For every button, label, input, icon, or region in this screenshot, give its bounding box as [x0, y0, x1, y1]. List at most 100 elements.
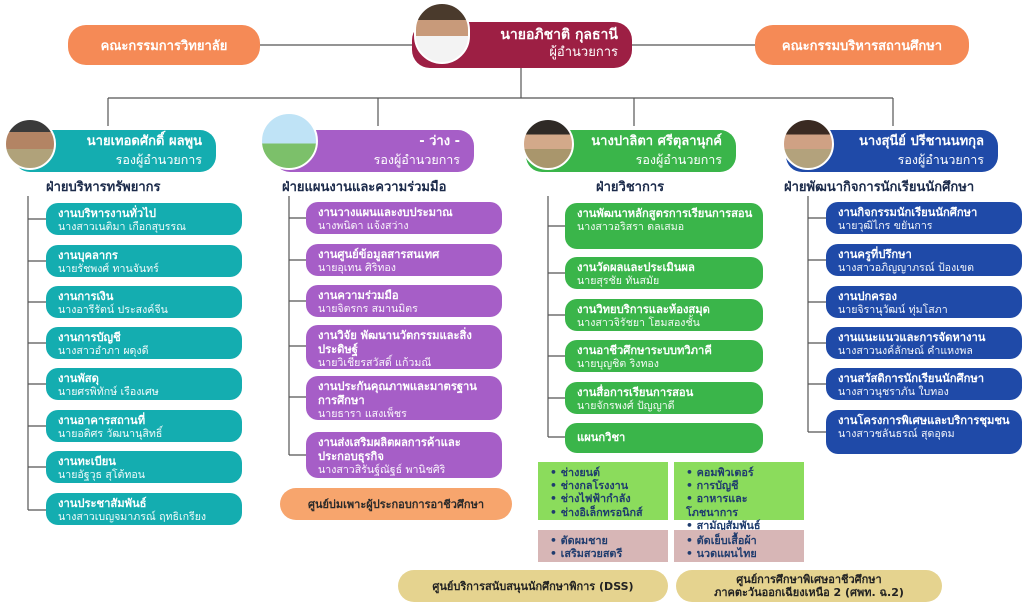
unit-person: นางอารีรัตน์ ประสงค์จีน — [58, 304, 168, 316]
special-center-line1: ศูนย์การศึกษาพิเศษอาชีวศึกษา — [736, 573, 882, 586]
unit-title: งานสื่อการเรียนการสอน — [577, 386, 694, 399]
dept-title-student: ฝ่ายพัฒนากิจการนักเรียนนักศึกษา — [784, 180, 975, 195]
unit-buildings: งานอาคารสถานที่ นายอดิศร วัฒนานุสิทธิ์ — [46, 410, 242, 442]
unit-research-innovation: งานวิจัย พัฒนานวัตกรรมและสิ่งประดิษฐ์ นา… — [306, 325, 502, 369]
unit-person: นายอดิศร วัฒนานุสิทธิ์ — [58, 428, 163, 440]
programs-box-right: คอมพิวเตอร์ การบัญชี อาหารและโภชนาการ สา… — [674, 462, 804, 532]
unit-information-center: งานศูนย์ข้อมูลสารสนเทศ นายอุเทน ศิริทอง — [306, 244, 502, 276]
unit-title: งานการบัญชี — [58, 331, 121, 344]
unit-title: งานโครงการพิเศษและบริการชุมชน — [838, 414, 1010, 427]
unit-dual-vocational: งานอาชีวศึกษาระบบทวิภาคี นายบุญชิต ริงทอ… — [565, 340, 763, 372]
unit-title: งานแนะแนวและการจัดหางาน — [838, 331, 986, 344]
incubation-center-label: ศูนย์บ่มเพาะผู้ประกอบการอาชีวศึกษา — [307, 498, 484, 511]
director-photo — [414, 2, 470, 64]
unit-discipline: งานปกครอง นายจิรานุวัฒน์ ทุ่มโสภา — [826, 286, 1022, 318]
deputy-position: รองผู้อำนวยการ — [635, 152, 722, 167]
unit-person: นายศรพิทักษ์ เรืองเศษ — [58, 386, 159, 398]
deputy-photo-academic — [522, 118, 574, 170]
unit-title: งานบริหารงานทั่วไป — [58, 207, 156, 220]
unit-general-admin: งานบริหารงานทั่วไป นางสาวเนติมา เกือกสุบ… — [46, 203, 242, 235]
program-item: ช่างไฟฟ้ากำลัง — [550, 492, 662, 505]
school-board-pill: คณะกรรมบริหารสถานศึกษา — [755, 25, 969, 65]
special-education-center-pill: ศูนย์การศึกษาพิเศษอาชีวศึกษา ภาคตะวันออก… — [676, 570, 942, 602]
unit-title: งานวิจัย พัฒนานวัตกรรมและสิ่งประดิษฐ์ — [318, 329, 472, 356]
unit-title: งานอาคารสถานที่ — [58, 414, 146, 427]
unit-person: นายจักรพงศ์ ปัญญาดี — [577, 400, 675, 412]
deputy-name: - ว่าง - — [419, 134, 460, 149]
unit-person: นางสาวเนติมา เกือกสุบรรณ — [58, 221, 186, 233]
unit-title: งานกิจกรรมนักเรียนนักศึกษา — [838, 206, 978, 219]
deputy-name: นางปาลิตา ศรีตุลานุกค์ — [591, 134, 722, 149]
course-item: เสริมสวยสตรี — [550, 547, 662, 560]
unit-subject-departments: แผนกวิชา — [565, 423, 763, 453]
incubation-center-pill: ศูนย์บ่มเพาะผู้ประกอบการอาชีวศึกษา — [280, 488, 512, 520]
program-item: ช่างยนต์ — [550, 466, 662, 479]
unit-person: นางสาวสิรันฐ์ณัฐธ์ พานิชศิริ — [318, 464, 446, 476]
school-board-label: คณะกรรมบริหารสถานศึกษา — [781, 38, 943, 54]
unit-title: งานวัดผลและประเมินผล — [577, 261, 695, 274]
director-position: ผู้อำนวยการ — [549, 45, 618, 60]
unit-special-projects: งานโครงการพิเศษและบริการชุมชน นางสาวชลัน… — [826, 410, 1022, 454]
unit-person: นางสาวชลันธรณ์ สุดอุดม — [838, 428, 955, 440]
short-courses-box-right: ตัดเย็บเสื้อผ้า นวดแผนไทย — [674, 530, 804, 562]
dept-title-planning: ฝ่ายแผนงานและความร่วมมือ — [282, 180, 447, 195]
deputy-photo-vacant — [260, 112, 318, 170]
unit-title: งานบุคลากร — [58, 249, 118, 262]
unit-registration: งานทะเบียน นายอัฐวุธ สุโต้ทอน — [46, 451, 242, 483]
program-item: คอมพิวเตอร์ — [686, 466, 798, 479]
programs-box-left: ช่างยนต์ ช่างกลโรงงาน ช่างไฟฟ้ากำลัง ช่า… — [538, 462, 668, 520]
unit-title: งานสวัสดิการนักเรียนนักศึกษา — [838, 372, 985, 385]
unit-finance: งานการเงิน นางอารีรัตน์ ประสงค์จีน — [46, 286, 242, 318]
program-item: อาหารและโภชนาการ — [686, 492, 798, 518]
course-item: ตัดเย็บเสื้อผ้า — [686, 534, 798, 547]
unit-business-promotion: งานส่งเสริมผลิตผลการค้าและประกอบธุรกิจ น… — [306, 432, 502, 478]
unit-library: งานวิทยบริการและห้องสมุด นางสาวจิรัชยา โ… — [565, 299, 763, 331]
unit-cooperation: งานความร่วมมือ นายจิตรกร สมานมิตร — [306, 285, 502, 317]
college-committee-label: คณะกรรมการวิทยาลัย — [100, 38, 228, 54]
unit-title: งานปกครอง — [838, 290, 897, 303]
unit-person: นายวุฒิไกร ขยันการ — [838, 220, 933, 232]
unit-advisors: งานครูที่ปรึกษา นางสาวอภิญญาภรณ์ ป้องเขต — [826, 244, 1022, 276]
unit-curriculum: งานพัฒนาหลักสูตรการเรียนการสอน นางสาวอริ… — [565, 203, 763, 249]
program-item: ช่างกลโรงงาน — [550, 479, 662, 492]
unit-person: นางสาวอริสรา ดลเสมอ — [577, 221, 685, 233]
unit-person: นายจิรานุวัฒน์ ทุ่มโสภา — [838, 304, 948, 316]
deputy-name: นายเทอดศักดิ์ ผลพูน — [86, 134, 202, 149]
unit-title: งานครูที่ปรึกษา — [838, 248, 912, 261]
unit-evaluation: งานวัดผลและประเมินผล นายสุรชัย ทันสมัย — [565, 257, 763, 289]
dept-title-academic: ฝ่ายวิชาการ — [596, 180, 665, 195]
unit-title: งานความร่วมมือ — [318, 289, 399, 302]
course-item: ตัดผมชาย — [550, 534, 662, 547]
unit-student-activities: งานกิจกรรมนักเรียนนักศึกษา นายวุฒิไกร ขย… — [826, 202, 1022, 234]
unit-person: นายอัฐวุธ สุโต้ทอน — [58, 469, 146, 481]
unit-title: งานการเงิน — [58, 290, 114, 303]
deputy-name: นางสุนีย์ ปรีชานนทกุล — [858, 134, 984, 149]
unit-person: นางพนิดา แจ้งสว่าง — [318, 220, 409, 232]
dss-center-pill: ศูนย์บริการสนับสนุนนักศึกษาพิการ (DSS) — [398, 570, 668, 602]
unit-person: นางสาวเบญจมาภรณ์ ฤทธิเกรียง — [58, 511, 207, 523]
unit-person: นางสาวนุชราภัน ใบทอง — [838, 386, 949, 398]
director-name: นายอภิชาติ กุลธานี — [500, 27, 618, 43]
deputy-position: รองผู้อำนวยการ — [115, 152, 202, 167]
unit-supplies: งานพัสดุ นายศรพิทักษ์ เรืองเศษ — [46, 368, 242, 400]
unit-public-relations: งานประชาสัมพันธ์ นางสาวเบญจมาภรณ์ ฤทธิเก… — [46, 493, 242, 525]
program-item: สามัญสัมพันธ์ — [686, 519, 798, 532]
unit-person: นางสาวนงค์ลักษณ์ คำแหงพล — [838, 345, 973, 357]
unit-title: งานศูนย์ข้อมูลสารสนเทศ — [318, 248, 440, 261]
unit-title: งานพัสดุ — [58, 372, 99, 385]
unit-person: นางสาวอำภา ผดุงดี — [58, 345, 149, 357]
unit-accounting: งานการบัญชี นางสาวอำภา ผดุงดี — [46, 327, 242, 359]
unit-title: แผนกวิชา — [577, 431, 626, 444]
dss-center-label: ศูนย์บริการสนับสนุนนักศึกษาพิการ (DSS) — [432, 579, 634, 593]
unit-person: นายวิเชียรสวัสดิ์ แก้วมณี — [318, 357, 432, 369]
unit-person: นายสุรชัย ทันสมัย — [577, 275, 660, 287]
unit-title: งานประชาสัมพันธ์ — [58, 497, 147, 510]
unit-person: นางสาวจิรัชยา โฮมสองชั้น — [577, 317, 700, 329]
unit-title: งานอาชีวศึกษาระบบทวิภาคี — [577, 344, 712, 357]
unit-person: นางสาวอภิญญาภรณ์ ป้องเขต — [838, 262, 974, 274]
unit-title: งานทะเบียน — [58, 455, 116, 468]
unit-teaching-media: งานสื่อการเรียนการสอน นายจักรพงศ์ ปัญญาด… — [565, 382, 763, 414]
unit-person: นายจิตรกร สมานมิตร — [318, 303, 418, 315]
unit-personnel: งานบุคลากร นายรัชพงศ์ ทานจันทร์ — [46, 245, 242, 277]
deputy-position: รองผู้อำนวยการ — [373, 152, 460, 167]
